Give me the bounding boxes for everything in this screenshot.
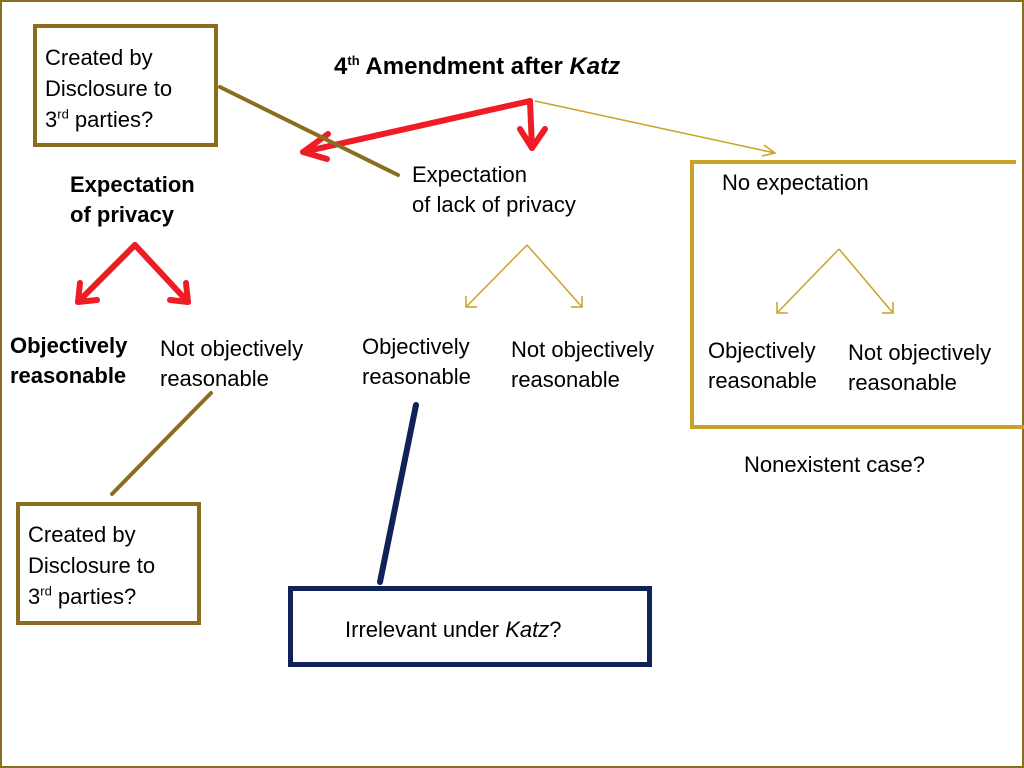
- red-arrowhead-objective: [75, 280, 100, 305]
- gold-arrow-none-right: [838, 248, 894, 314]
- gold-arrow-none-left: [776, 248, 840, 314]
- leaf-not-objectively-reasonable-privacy: Not objectively reasonable: [160, 336, 304, 391]
- red-arrowhead-left: [300, 131, 331, 162]
- connector-top-note: [218, 85, 400, 177]
- branch-expectation-of-lack: Expectation of lack of privacy: [412, 162, 576, 217]
- connector-bottom-note: [110, 391, 213, 496]
- note-line: 3rd parties?: [45, 106, 154, 132]
- gold-arrowhead-none-left: [776, 302, 788, 314]
- leaf-not-objectively-reasonable-none: Not objectively reasonable: [848, 340, 992, 395]
- connector-irrelevant: [377, 402, 419, 585]
- note-line: Created by: [28, 522, 136, 547]
- leaf-objectively-reasonable-privacy: Objectively reasonable: [10, 333, 128, 388]
- gold-arrowhead-no-expectation: [761, 144, 777, 157]
- diagram-title: 4th Amendment after Katz: [334, 53, 621, 80]
- red-arrow-to-expectation: [300, 98, 533, 155]
- disclosure-note-top: Created by Disclosure to 3rd parties?: [33, 24, 218, 147]
- note-line: Disclosure to: [45, 76, 173, 101]
- branch-no-expectation: No expectation: [722, 170, 869, 195]
- irrelevant-label: Irrelevant under Katz?: [345, 617, 562, 642]
- gold-arrow-lack-left: [465, 244, 528, 308]
- note-line: Disclosure to: [28, 553, 156, 578]
- leaf-objectively-reasonable-none: Objectively reasonable: [708, 338, 817, 393]
- red-arrow-to-not-objective: [132, 242, 191, 305]
- leaf-objectively-reasonable-lack: Objectively reasonable: [362, 334, 471, 389]
- note-line: Created by: [45, 45, 153, 70]
- nonexistent-case-label: Nonexistent case?: [744, 452, 925, 477]
- note-line: 3rd parties?: [28, 583, 137, 609]
- no-expectation-frame: [690, 160, 1024, 429]
- disclosure-note-bottom: Created by Disclosure to 3rd parties?: [16, 502, 201, 625]
- gold-arrow-to-no-expectation: [534, 100, 776, 154]
- gold-arrow-lack-right: [526, 244, 583, 308]
- irrelevant-box: Irrelevant under Katz?: [288, 586, 652, 667]
- red-arrowhead-down: [517, 126, 548, 151]
- leaf-not-objectively-reasonable-lack: Not objectively reasonable: [511, 337, 655, 392]
- branch-expectation-of-privacy: Expectation of privacy: [70, 172, 195, 227]
- gold-arrowhead-lack-left: [465, 296, 477, 308]
- red-arrowhead-not-objective: [167, 280, 191, 305]
- red-arrow-to-lack: [527, 98, 535, 151]
- red-arrow-to-objective: [75, 242, 138, 305]
- gold-arrowhead-none-right: [882, 302, 894, 314]
- gold-arrowhead-lack-right: [571, 296, 583, 308]
